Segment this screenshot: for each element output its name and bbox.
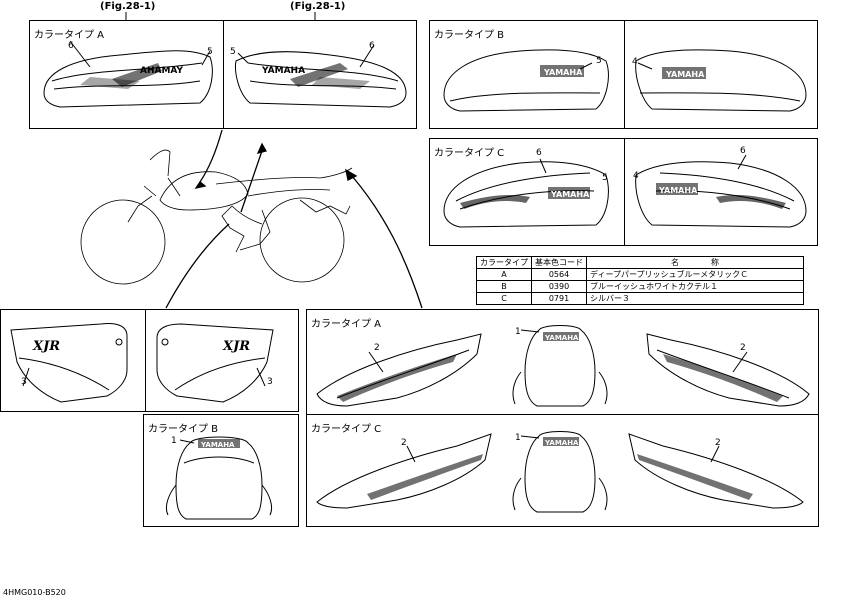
yamaha-decal: YAMAHA [261,66,305,76]
yamaha-decal: YAMAHA [665,70,705,79]
drawing-code: 4HMG010-B520 [3,588,66,597]
panel-divider [223,21,224,128]
tank-color-a-panel: カラータイプ A 6 5 5 6 AHAMAY YAMAHA [29,20,417,129]
tank-color-b-panel: カラータイプ B 5 4 YAMAHA YAMAHA [429,20,818,129]
callout-3: 3 [267,377,273,387]
color-type-c-label: カラータイプ C [311,424,382,435]
callout-5: 5 [230,47,236,57]
panel-divider [624,21,625,128]
fuel-tank-illustration-c: YAMAHA YAMAHA [443,154,807,228]
side-cover-panel: 3 3 XJR XJR [0,309,299,412]
callout-1: 1 [515,433,521,443]
callout-6: 6 [369,41,375,51]
panel-divider [307,414,818,415]
yamaha-decal: YAMAHA [658,186,698,195]
color-type-c-label: カラータイプ C [434,148,505,159]
panel-divider [624,139,625,245]
yamaha-decal: YAMAHA [200,441,235,449]
table-cell: C [476,292,532,305]
callout-5: 5 [602,173,608,183]
color-type-a-label: カラータイプ A [34,30,105,41]
callout-2: 2 [401,438,407,448]
callout-6: 6 [536,148,542,158]
callout-6: 6 [68,41,74,51]
callout-2: 2 [740,343,746,353]
side-cover-illustration: XJR XJR [10,323,274,403]
fig-ref-right: (Fig.28-1) [290,1,346,12]
yamaha-decal: YAMAHA [544,439,579,447]
callout-1: 1 [171,436,177,446]
fuel-tank-illustration-b: YAMAHA YAMAHA [443,49,807,112]
yamaha-decal: YAMAHA [543,68,583,77]
callout-2: 2 [715,438,721,448]
tail-cowl-color-b-panel: カラータイプ B 1 YAMAHA [143,414,299,527]
callout-6: 6 [740,146,746,156]
table-header-row: カラータイプ 基本色コード 名 称 [476,256,804,269]
table-row: C 0791 シルバー３ [476,292,804,305]
xjr-emblem: XJR [222,339,250,354]
tail-cowl-illustration-a-c: YAMAHA YAMAHA [316,325,810,513]
color-type-a-label: カラータイプ A [311,319,382,330]
table-row: B 0390 ブルーイッシュホワイトカクテル１ [476,280,804,293]
tail-cowl-panel: カラータイプ A カラータイプ C 2 1 2 2 1 2 [306,309,819,527]
table-cell: シルバー３ [586,292,804,305]
panel-divider [145,310,146,411]
color-type-b-label: カラータイプ B [148,424,219,435]
callout-4: 4 [632,57,638,67]
color-code-table: カラータイプ 基本色コード 名 称 A 0564 ディープパープリッシュブルーメ… [476,256,804,305]
fig-ref-left: (Fig.28-1) [100,1,156,12]
tail-cowl-illustration-b: YAMAHA [165,436,273,520]
callout-5: 5 [596,56,602,66]
tank-color-c-panel: カラータイプ C 6 5 4 6 YAMAHA YAMAHA [429,138,818,246]
xjr-emblem: XJR [32,339,60,354]
callout-1: 1 [515,327,521,337]
callout-2: 2 [374,343,380,353]
yamaha-decal-mirrored: AHAMAY [140,66,184,76]
fuel-tank-illustration-a: AHAMAY YAMAHA [43,40,407,108]
yamaha-decal: YAMAHA [550,190,590,199]
color-type-b-label: カラータイプ B [434,30,505,41]
yamaha-decal: YAMAHA [544,334,579,342]
